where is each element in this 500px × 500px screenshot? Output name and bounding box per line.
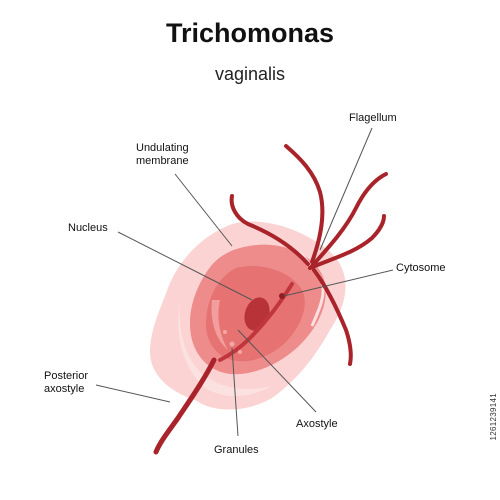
label-flagellum: Flagellum <box>349 112 397 124</box>
leader-posterior-axostyle <box>95 384 171 403</box>
granule <box>229 341 235 347</box>
leader-nucleus <box>117 231 253 301</box>
leader-undulating-membrane <box>174 173 233 247</box>
label-undulating-membrane-line2: membrane <box>136 155 189 167</box>
flagellum-4 <box>308 214 386 270</box>
cytosome <box>279 293 285 299</box>
label-undulating-membrane: Undulating membrane <box>136 142 189 168</box>
granules <box>223 330 242 354</box>
flagellum-1 <box>284 144 325 264</box>
stock-image-id: 1261239141 <box>489 392 498 441</box>
label-posterior-axostyle-line1: Posterior <box>44 370 89 382</box>
leader-cytosome <box>283 269 394 297</box>
label-granules: Granules <box>214 444 259 456</box>
label-nucleus: Nucleus <box>68 222 108 234</box>
recurrent-flagellum <box>312 268 353 366</box>
label-posterior-axostyle-line2: axostyle <box>44 383 85 395</box>
posterior-axostyle <box>153 357 217 455</box>
flagellum-2 <box>310 172 388 268</box>
granule <box>223 330 227 334</box>
flagellum-3 <box>229 194 310 266</box>
leader-lines <box>95 127 394 437</box>
granule <box>238 350 242 354</box>
diagram-subtitle: vaginalis <box>214 64 286 84</box>
diagram-title: Trichomonas <box>165 18 335 48</box>
leader-granules <box>231 347 239 437</box>
leader-axostyle <box>237 329 317 413</box>
label-axostyle: Axostyle <box>296 418 338 430</box>
label-cytosome: Cytosome <box>396 262 446 274</box>
leader-flagellum <box>319 127 373 251</box>
cell-body-highlight <box>211 300 228 350</box>
label-undulating-membrane-line1: Undulating <box>136 142 189 154</box>
flagella <box>229 144 388 366</box>
label-posterior-axostyle: Posterior axostyle <box>44 370 88 396</box>
